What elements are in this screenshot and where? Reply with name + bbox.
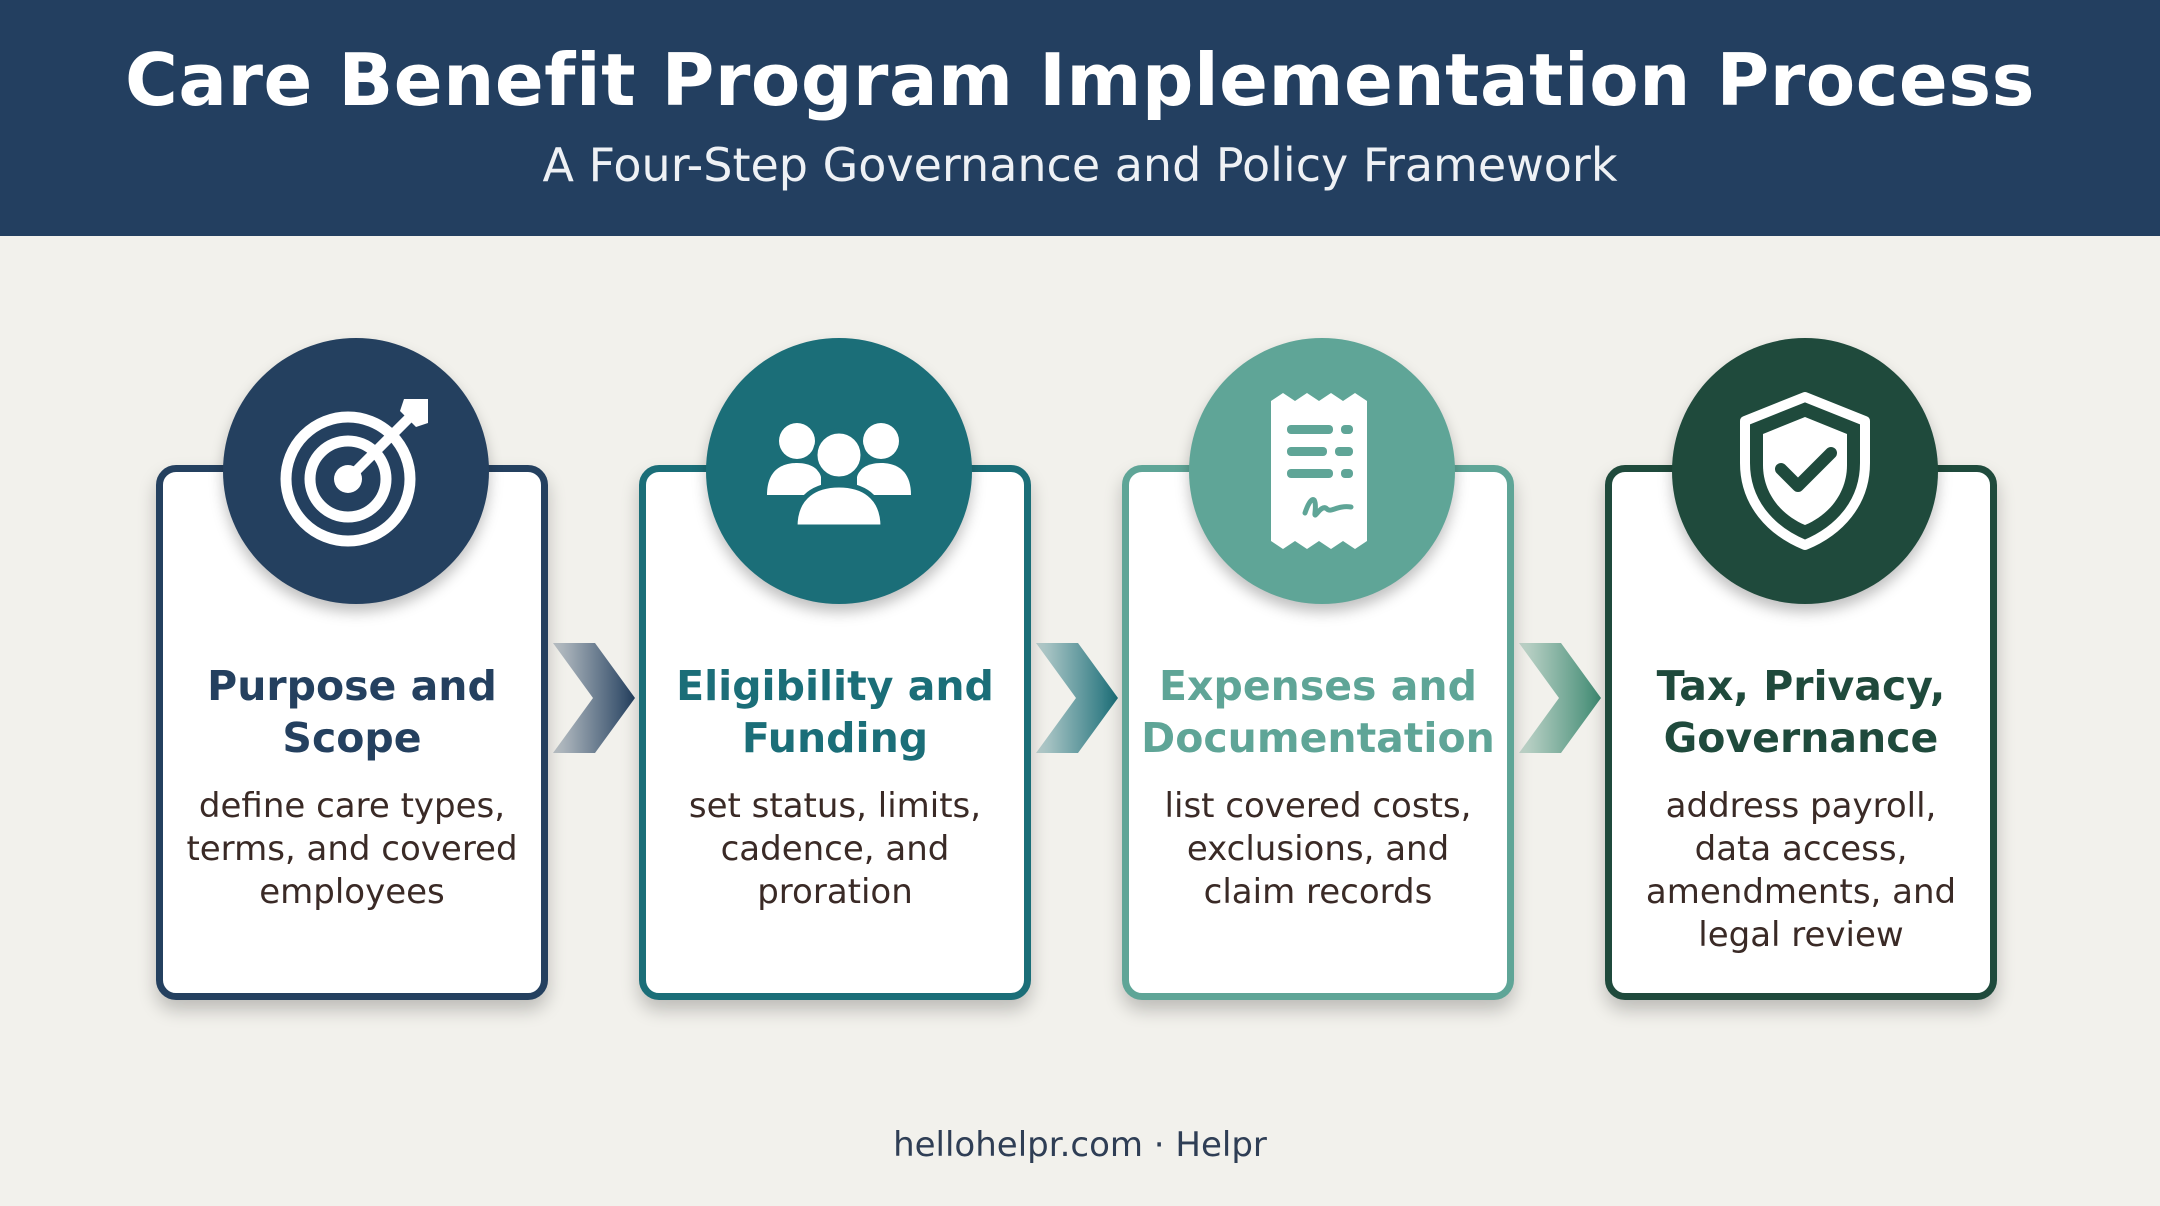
- step-description-line: address payroll,: [1665, 786, 1937, 826]
- shield-check-icon: [1672, 338, 1938, 604]
- step-description-line: define care types,: [198, 786, 506, 826]
- step-title-line: Tax, Privacy,: [1656, 662, 1946, 710]
- header-banner: Care Benefit Program Implementation Proc…: [0, 0, 2160, 236]
- step-title: Expenses and Documentation: [1129, 660, 1507, 764]
- step-description-line: proration: [757, 872, 913, 912]
- step-title-line: Funding: [741, 714, 929, 762]
- step-title-line: Expenses and: [1159, 662, 1477, 710]
- step-title-line: Governance: [1663, 714, 1939, 762]
- step-title-line: Eligibility and: [676, 662, 994, 710]
- target-icon: [223, 338, 489, 604]
- step-description-line: data access,: [1694, 829, 1908, 869]
- step-description-line: employees: [259, 872, 445, 912]
- step-title: Eligibility and Funding: [646, 660, 1024, 764]
- step-description-line: legal review: [1698, 915, 1904, 955]
- people-group-icon: [706, 338, 972, 604]
- page-subtitle: A Four-Step Governance and Policy Framew…: [542, 138, 1618, 192]
- chevron-right-icon: [1519, 643, 1601, 753]
- step-description-line: set status, limits,: [688, 786, 982, 826]
- step-description-line: terms, and covered: [186, 829, 518, 869]
- chevron-right-icon: [553, 643, 635, 753]
- step-title-line: Purpose and: [207, 662, 497, 710]
- chevron-right-icon: [1036, 643, 1118, 753]
- step-description: define care types, terms, and covered em…: [173, 785, 531, 914]
- step-title-line: Scope: [282, 714, 422, 762]
- step-description-line: cadence, and: [720, 829, 950, 869]
- step-title: Purpose and Scope: [163, 660, 541, 764]
- step-card-governance: Tax, Privacy, Governance address payroll…: [1605, 465, 1997, 1000]
- page-title: Care Benefit Program Implementation Proc…: [125, 38, 2035, 122]
- step-description-line: exclusions, and: [1186, 829, 1450, 869]
- step-description: list covered costs, exclusions, and clai…: [1139, 785, 1497, 914]
- footer-attribution: hellohelpr.com · Helpr: [893, 1125, 1267, 1165]
- receipt-document-icon: [1189, 338, 1455, 604]
- step-description-line: list covered costs,: [1164, 786, 1472, 826]
- step-description-line: claim records: [1203, 872, 1433, 912]
- step-description-line: amendments, and: [1645, 872, 1957, 912]
- step-title-line: Documentation: [1141, 714, 1495, 762]
- step-description: address payroll, data access, amendments…: [1622, 785, 1980, 957]
- step-description: set status, limits, cadence, and prorati…: [656, 785, 1014, 914]
- step-title: Tax, Privacy, Governance: [1612, 660, 1990, 764]
